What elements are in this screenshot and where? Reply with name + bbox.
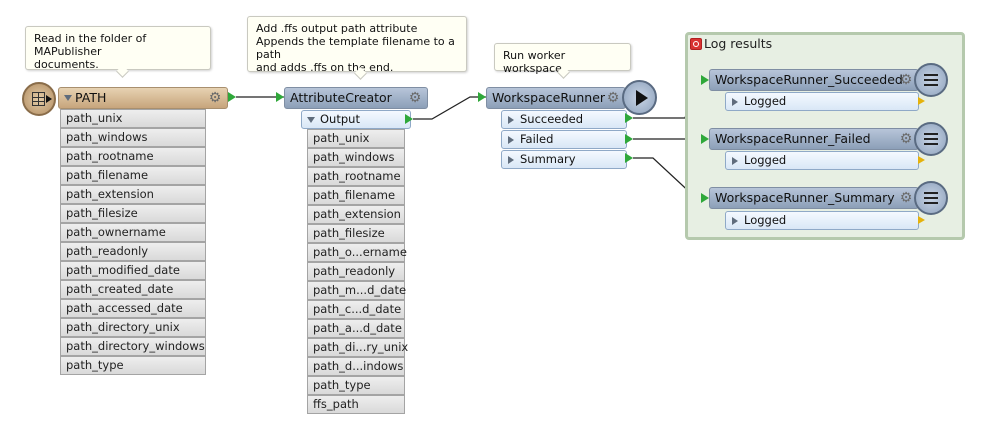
reader-attribute[interactable]: path_windows [60,128,206,147]
reader-attribute[interactable]: path_modified_date [60,261,206,280]
logged-output-connector[interactable] [918,216,925,224]
bookmark-icon [690,38,702,50]
gear-icon[interactable]: ⚙ [899,72,913,88]
log-lines-icon[interactable] [914,181,948,215]
attribute-creator-output-port[interactable]: Output [301,110,411,129]
creator-attribute[interactable]: path_c...d_date [307,300,405,319]
logger-name: WorkspaceRunner_Failed [715,131,871,146]
table-reader-icon[interactable] [22,82,56,116]
workspace-runner-port-failed[interactable]: Failed [501,130,627,149]
expand-arrow-icon[interactable] [508,116,514,124]
creator-attribute[interactable]: ffs_path [307,395,405,414]
gear-icon[interactable]: ⚙ [899,190,913,206]
logger-name: WorkspaceRunner_Succeeded [715,72,903,87]
expand-arrow-icon[interactable] [508,156,514,164]
creator-attribute[interactable]: path_rootname [307,167,405,186]
logger-failed-input-port[interactable] [701,134,709,144]
creator-attribute[interactable]: path_windows [307,148,405,167]
annotation-reader[interactable]: Read in the folder of MAPublisher docume… [25,26,211,71]
gear-icon[interactable]: ⚙ [408,90,422,106]
attribute-creator-output-connector[interactable] [405,114,413,124]
gear-icon[interactable]: ⚙ [899,131,913,147]
logged-output-connector[interactable] [918,97,925,105]
creator-attribute[interactable]: path_d...indows [307,357,405,376]
failed-output-connector[interactable] [625,134,633,144]
reader-attribute[interactable]: path_accessed_date [60,299,206,318]
port-label: Failed [520,132,554,146]
collapse-arrow-icon[interactable] [64,95,72,101]
attribute-creator-name: AttributeCreator [290,90,392,105]
port-label: Succeeded [520,112,584,126]
workspace-runner-port-succeeded[interactable]: Succeeded [501,110,627,129]
bookmark-title: Log results [704,36,773,51]
reader-attribute[interactable]: path_created_date [60,280,206,299]
creator-attribute[interactable]: path_filename [307,186,405,205]
reader-name: PATH [75,90,107,105]
logger-summary-header[interactable]: WorkspaceRunner_Summary ⚙ [709,187,919,209]
gear-icon[interactable]: ⚙ [606,90,620,106]
logger-succeeded-input-port[interactable] [701,75,709,85]
creator-attribute[interactable]: path_m...d_date [307,281,406,300]
attribute-creator-input-port[interactable] [276,92,284,102]
creator-attribute[interactable]: path_type [307,376,405,395]
attribute-creator-header[interactable]: AttributeCreator ⚙ [284,87,428,109]
annotation-workspace-runner[interactable]: Run worker workspace. [494,43,631,75]
reader-attribute[interactable]: path_unix [60,109,206,128]
workspace-runner-name: WorkspaceRunner [492,90,606,105]
output-port-label: Output [320,112,360,126]
reader-attribute[interactable]: path_ownername [60,223,206,242]
summary-output-connector[interactable] [625,153,633,163]
creator-attribute[interactable]: path_a...d_date [307,319,405,338]
logger-summary-logged-port[interactable]: Logged [725,211,919,230]
logger-name: WorkspaceRunner_Summary [715,190,895,205]
expand-arrow-icon[interactable] [732,157,738,165]
log-lines-icon[interactable] [914,63,948,97]
port-label: Logged [744,94,787,108]
expand-arrow-icon[interactable] [732,98,738,106]
port-label: Logged [744,213,787,227]
reader-attribute[interactable]: path_extension [60,185,206,204]
port-label: Summary [520,152,576,166]
expand-arrow-icon[interactable] [508,136,514,144]
succeeded-output-connector[interactable] [625,113,633,123]
reader-attribute[interactable]: path_directory_windows [60,337,206,356]
workspace-runner-header[interactable]: WorkspaceRunner ⚙ [486,87,626,109]
reader-attribute[interactable]: path_readonly [60,242,206,261]
creator-attribute[interactable]: path_di...ry_unix [307,338,408,357]
reader-header-path[interactable]: PATH ⚙ [58,87,228,109]
reader-attribute[interactable]: path_rootname [60,147,206,166]
logger-succeeded-logged-port[interactable]: Logged [725,92,919,111]
workspace-runner-port-summary[interactable]: Summary [501,150,627,169]
logged-output-connector[interactable] [918,156,925,164]
reader-attribute[interactable]: path_filename [60,166,206,185]
collapse-arrow-icon[interactable] [307,117,315,123]
logger-succeeded-header[interactable]: WorkspaceRunner_Succeeded ⚙ [709,69,919,91]
logger-summary-input-port[interactable] [701,193,709,203]
creator-attribute[interactable]: path_readonly [307,262,405,281]
reader-attribute[interactable]: path_type [60,356,206,375]
play-icon[interactable] [622,80,657,115]
creator-attribute[interactable]: path_unix [307,129,405,148]
annotation-attribute-creator[interactable]: Add .ffs output path attribute Appends t… [247,16,467,74]
reader-attribute[interactable]: path_directory_unix [60,318,206,337]
port-label: Logged [744,153,787,167]
log-lines-icon[interactable] [914,122,948,156]
expand-arrow-icon[interactable] [732,217,738,225]
creator-attribute[interactable]: path_filesize [307,224,405,243]
logger-failed-logged-port[interactable]: Logged [725,151,919,170]
creator-attribute[interactable]: path_extension [307,205,405,224]
workspace-runner-input-port[interactable] [478,92,486,102]
gear-icon[interactable]: ⚙ [208,90,222,106]
creator-attribute[interactable]: path_o...ername [307,243,407,262]
reader-output-port[interactable] [228,92,236,102]
logger-failed-header[interactable]: WorkspaceRunner_Failed ⚙ [709,128,919,150]
reader-attribute[interactable]: path_filesize [60,204,206,223]
